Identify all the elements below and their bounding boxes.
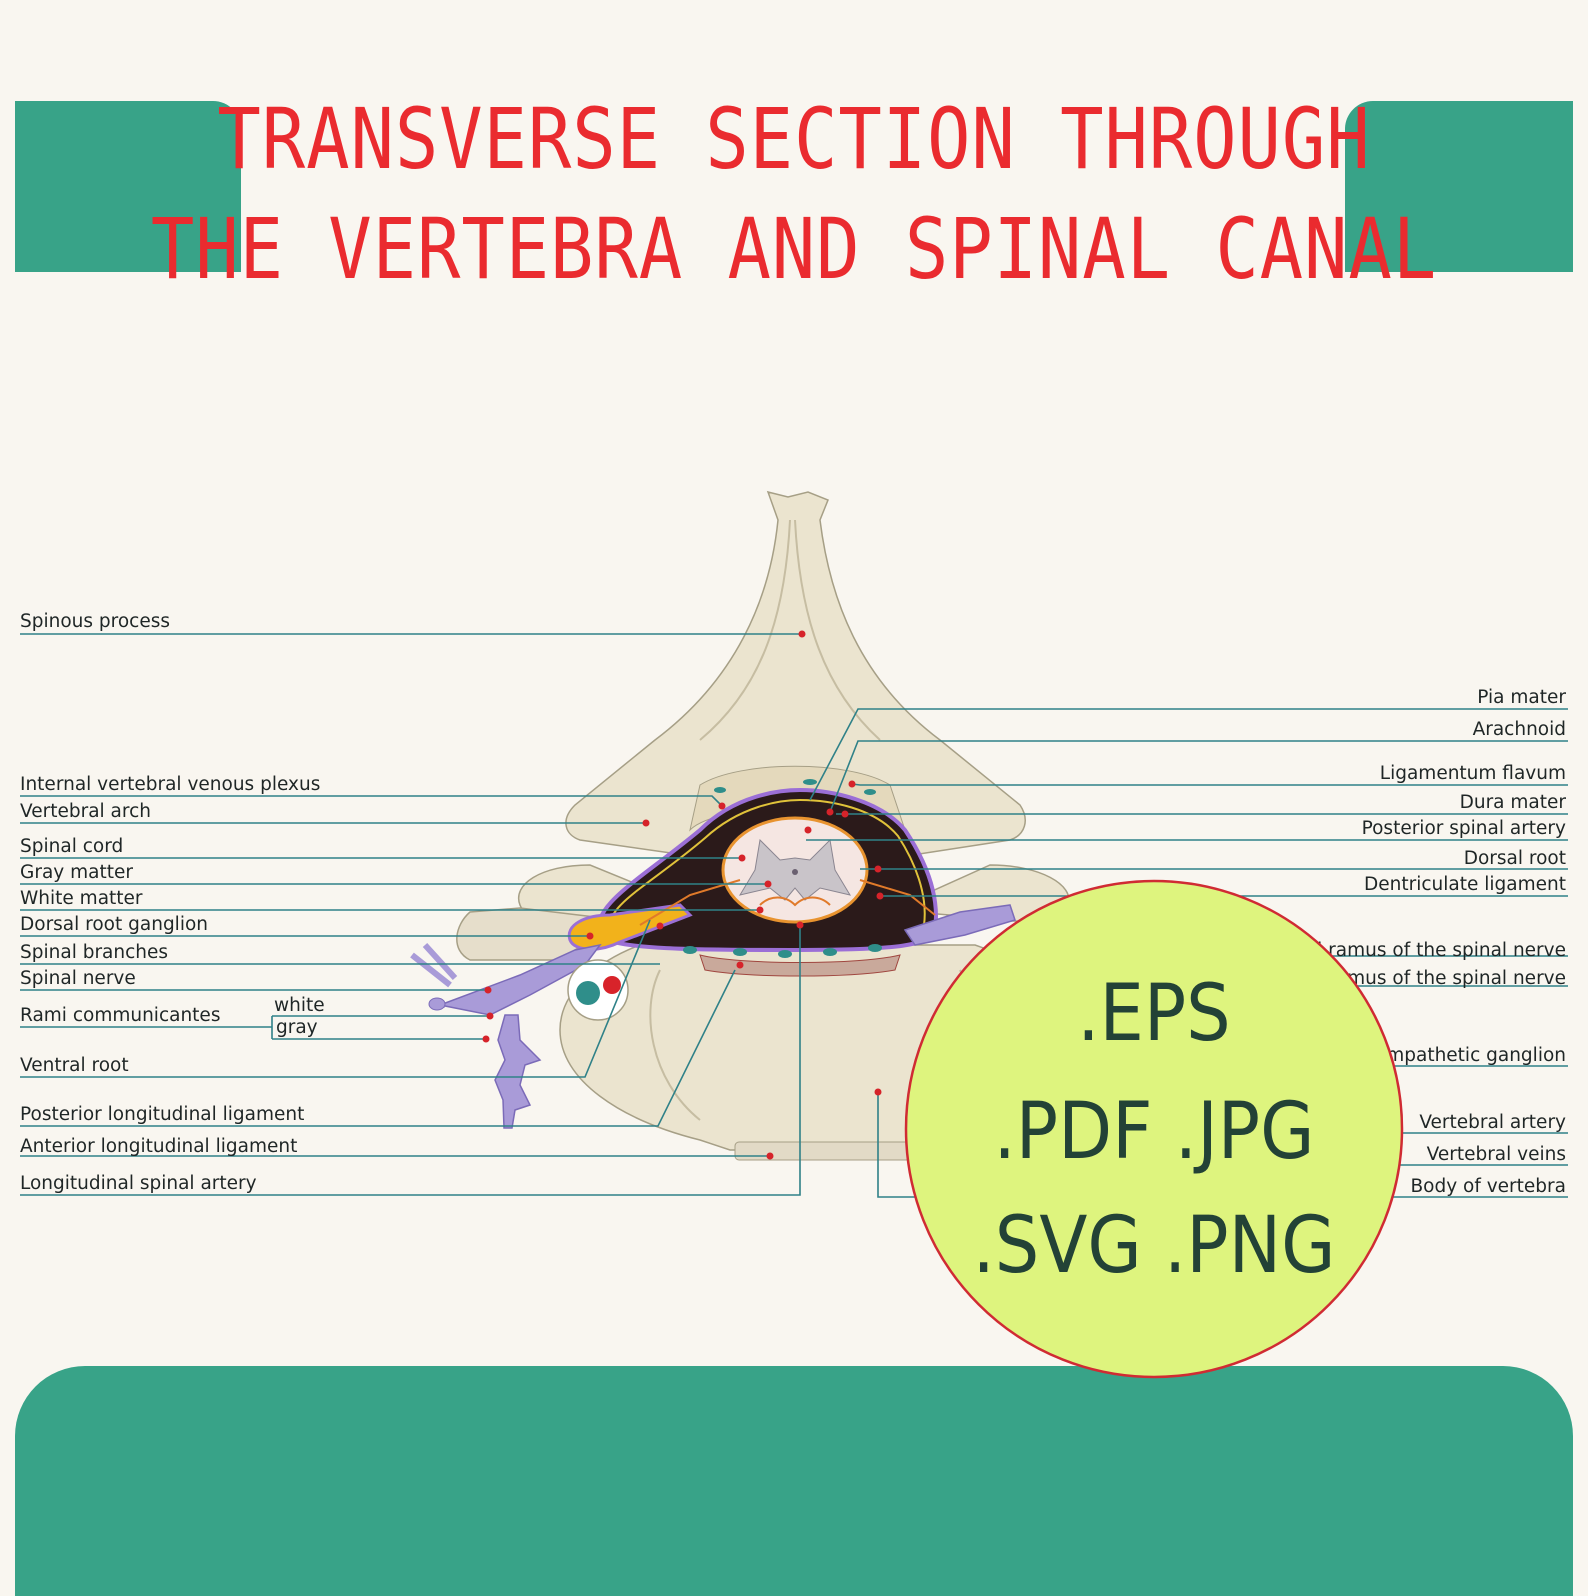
labels-left: Spinous process Internal vertebral venou…: [20, 611, 325, 1194]
label-anterior-longitudinal-ligament: Anterior longitudinal ligament: [20, 1136, 297, 1157]
label-white-matter: White matter: [20, 888, 143, 909]
label-dorsal-root-ganglion: Dorsal root ganglion: [20, 914, 208, 935]
label-ventral-root: Ventral root: [20, 1055, 129, 1076]
marker-dots: [482, 630, 884, 1160]
badge-line-svg-png: .SVG .PNG: [973, 1201, 1336, 1291]
sympathetic-ganglion-left: [494, 1014, 542, 1129]
spinal-nerve-right: [903, 904, 1016, 946]
vertebra-illustration: [410, 490, 1070, 1161]
label-rami-communicantes: Rami communicantes: [20, 1005, 220, 1026]
label-dura-mater: Dura mater: [1460, 792, 1567, 813]
label-sympathetic-ganglion-partial: mpathetic ganglion: [1386, 1045, 1566, 1066]
title-line-1: TRANSVERSE SECTION THROUGH: [217, 90, 1371, 188]
label-longitudinal-spinal-artery: Longitudinal spinal artery: [20, 1173, 257, 1194]
label-ligamentum-flavum: Ligamentum flavum: [1380, 763, 1566, 784]
label-dorsal-ramus-partial: l ramus of the spinal nerve: [1317, 940, 1566, 961]
labels-right: Pia mater Arachnoid Ligamentum flavum Du…: [1317, 687, 1566, 1197]
header-tab-left: [15, 101, 241, 272]
header-tab-right: [1345, 101, 1573, 272]
footer-band: [15, 1366, 1573, 1596]
label-vertebral-artery: Vertebral artery: [1419, 1112, 1566, 1133]
label-posterior-spinal-artery: Posterior spinal artery: [1362, 818, 1566, 839]
title-line-2: THE VERTEBRA AND SPINAL CANAL: [150, 200, 1438, 298]
spinal-nerve-left: [437, 943, 602, 1016]
formats-badge: .EPS .PDF .JPG .SVG .PNG: [904, 879, 1404, 1379]
badge-line-eps: .EPS: [1077, 969, 1231, 1059]
label-spinal-nerve: Spinal nerve: [20, 968, 136, 989]
label-vertebral-veins: Vertebral veins: [1427, 1144, 1566, 1165]
label-vertebral-arch: Vertebral arch: [20, 801, 151, 822]
label-body-of-vertebra: Body of vertebra: [1410, 1176, 1566, 1197]
label-dorsal-root: Dorsal root: [1464, 848, 1566, 869]
label-arachnoid: Arachnoid: [1473, 719, 1566, 740]
label-gray: gray: [276, 1017, 318, 1038]
label-pia-mater: Pia mater: [1477, 687, 1566, 708]
leader-lines: [20, 633, 1568, 1198]
label-ventral-ramus-partial: amus of the spinal nerve: [1336, 968, 1566, 989]
label-white: white: [274, 995, 325, 1016]
label-internal-vertebral-venous-plexus: Internal vertebral venous plexus: [20, 774, 320, 795]
badge-line-pdf-jpg: .PDF .JPG: [994, 1087, 1315, 1177]
label-spinal-branches: Spinal branches: [20, 942, 168, 963]
label-posterior-longitudinal-ligament: Posterior longitudinal ligament: [20, 1104, 304, 1125]
label-dentriculate-ligament: Dentriculate ligament: [1364, 874, 1566, 895]
label-spinous-process: Spinous process: [20, 611, 170, 632]
label-gray-matter: Gray matter: [20, 862, 133, 883]
label-spinal-cord: Spinal cord: [20, 836, 123, 857]
